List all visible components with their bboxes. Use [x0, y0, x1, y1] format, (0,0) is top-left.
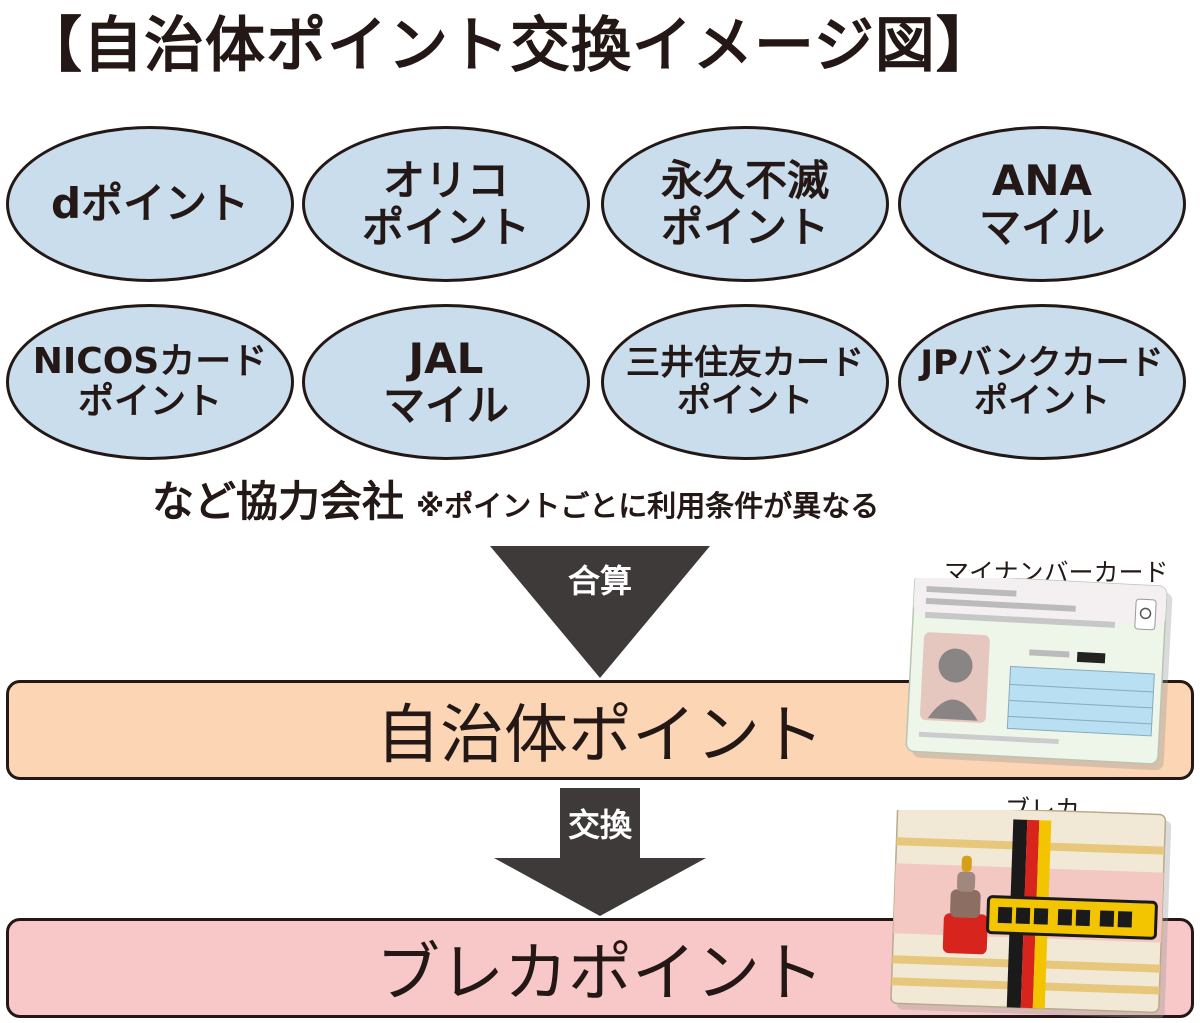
partner-label: JPバンクカード — [920, 342, 1164, 383]
partner-label: JAL — [408, 333, 484, 383]
partner-oval-smbc: 三井住友カード ポイント — [601, 304, 889, 460]
partners-caption: など協力会社 ※ポイントごとに利用条件が異なる — [152, 468, 879, 529]
partner-label: ポイント — [677, 381, 813, 421]
partner-label: マイル — [382, 381, 509, 430]
partner-label: NICOSカード — [32, 340, 268, 382]
partner-oval-eikyu-fumetsu: 永久不滅 ポイント — [601, 126, 889, 282]
partner-oval-jal: JAL マイル — [302, 304, 590, 460]
partner-label: 永久不滅 — [660, 155, 829, 205]
partner-label: ポイント — [77, 381, 222, 422]
arrow-label-combine: 合算 — [567, 562, 632, 600]
partner-label: マイル — [978, 203, 1105, 252]
arrow-down-icon — [494, 788, 706, 916]
partner-label: オリコ — [382, 155, 509, 205]
partner-label: dポイント — [50, 179, 250, 229]
partner-oval-orico: オリコ ポイント — [302, 126, 590, 282]
page-title: 【自治体ポイント交換イメージ図】 — [22, 11, 997, 81]
partner-label: ポイント — [660, 203, 829, 252]
arrow-label-exchange: 交換 — [567, 806, 632, 844]
arrow-down-icon — [490, 546, 710, 678]
partner-oval-nicos: NICOSカード ポイント — [6, 304, 294, 460]
partner-oval-d-point: dポイント — [6, 126, 294, 282]
partner-label: ANA — [991, 155, 1093, 205]
partner-oval-jp-bank: JPバンクカード ポイント — [898, 304, 1186, 460]
partner-oval-ana: ANA マイル — [898, 126, 1186, 282]
breca-card-icon — [890, 810, 1172, 1019]
partner-label: ポイント — [361, 203, 530, 252]
partner-label: ポイント — [974, 381, 1110, 421]
municipal-point-band: 自治体ポイント — [6, 680, 1194, 780]
caption-main: など協力会社 — [152, 477, 405, 526]
caption-note: ※ポイントごとに利用条件が異なる — [416, 489, 880, 523]
mynumber-card-icon — [905, 578, 1173, 771]
partner-label: 三井住友カード — [626, 342, 864, 383]
